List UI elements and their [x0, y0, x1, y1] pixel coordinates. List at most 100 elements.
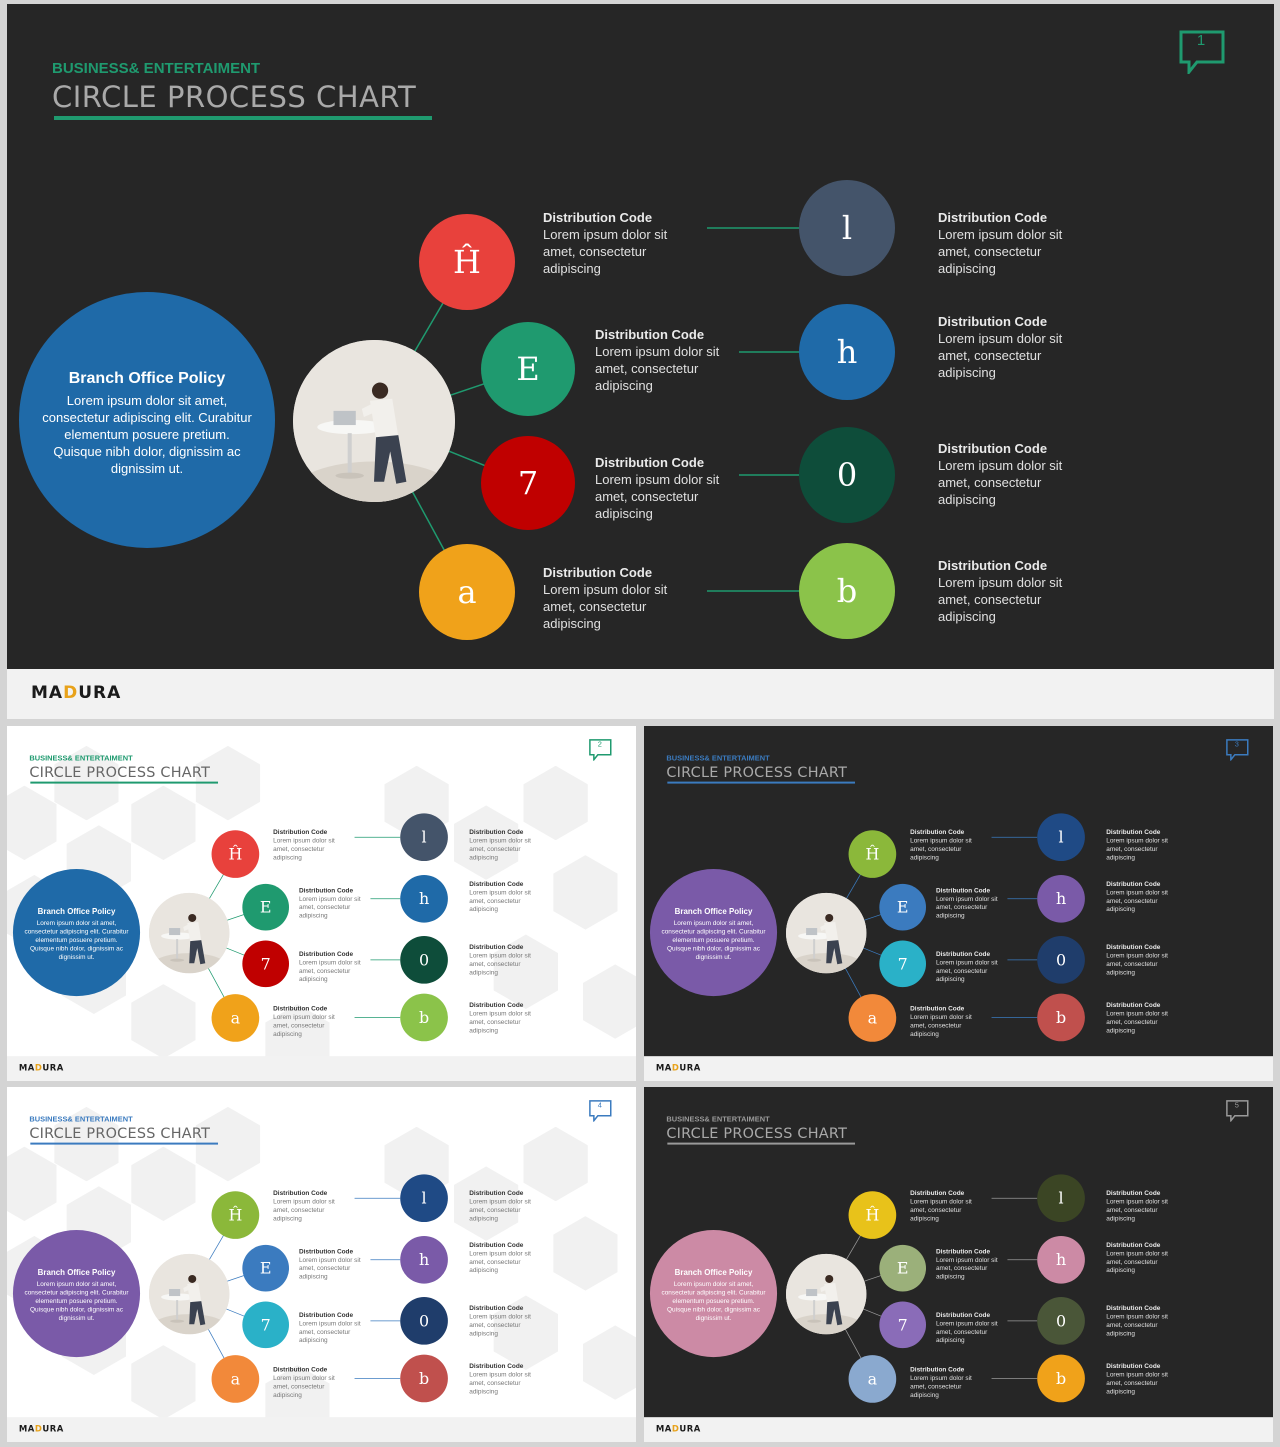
distribution-title: Distribution Code [298, 1247, 354, 1255]
branch-office-title: Branch Office Policy [68, 370, 226, 387]
branch-office-text: Lorem ipsum dolor sit amet, consectetur … [24, 919, 129, 961]
businessman-photo [148, 1253, 230, 1335]
step-circle-left: 7 [879, 1301, 927, 1349]
distribution-title: Distribution Code [1106, 1240, 1161, 1249]
madura-logo: MADURA [19, 1424, 64, 1434]
madura-logo: MADURA [31, 683, 121, 703]
distribution-body: Lorem ipsum dolor sit amet, consectetur … [595, 344, 720, 393]
page-number-icon [1226, 739, 1249, 762]
distribution-body: Lorem ipsum dolor sit amet, consectetur … [469, 1370, 531, 1395]
slide-title: CIRCLE PROCESS CHART [52, 80, 417, 114]
step-circle-right: 0 [799, 427, 895, 523]
logo-part-accent: D [671, 1063, 680, 1074]
distribution-body: Lorem ipsum dolor sit amet, consectetur … [935, 1319, 998, 1344]
step-circle-right: h [1037, 1235, 1085, 1284]
distribution-body: Lorem ipsum dolor sit amet, consectetur … [469, 1197, 531, 1223]
logo-part: MA [31, 683, 64, 703]
step-circle-left: 7 [481, 436, 575, 530]
title-underline [30, 781, 219, 784]
distribution-title: Distribution Code [1106, 1001, 1161, 1009]
distribution-body: Lorem ipsum dolor sit amet, consectetur … [1106, 1370, 1168, 1395]
slide-title: CIRCLE PROCESS CHART [666, 763, 848, 781]
step-circle-left: a [211, 1355, 260, 1403]
page-number-icon [1226, 1100, 1249, 1123]
page-number-icon [589, 739, 612, 762]
step-circle-right: 0 [400, 1297, 448, 1345]
distribution-title: Distribution Code [595, 455, 705, 470]
distribution-body: Lorem ipsum dolor sit amet, consectetur … [273, 836, 335, 862]
slide-footer: MADURA [7, 1056, 636, 1081]
branch-office-title: Branch Office Policy [37, 1268, 116, 1278]
branch-office-title: Branch Office Policy [674, 1268, 753, 1278]
step-circle-right: l [400, 813, 448, 862]
distribution-title: Distribution Code [298, 886, 354, 894]
distribution-title: Distribution Code [595, 327, 705, 342]
distribution-body: Lorem ipsum dolor sit amet, consectetur … [910, 836, 972, 862]
title-underline [667, 1142, 856, 1145]
logo-part: URA [679, 1424, 701, 1435]
distribution-title: Distribution Code [469, 828, 524, 836]
slide-subtitle: BUSINESS& ENTERTAIMENT [666, 1114, 770, 1124]
distribution-body: Lorem ipsum dolor sit amet, consectetur … [935, 1255, 998, 1281]
logo-part: MA [18, 1063, 35, 1074]
distribution-title: Distribution Code [298, 1310, 354, 1319]
slide-footer: MADURA [644, 1417, 1273, 1442]
distribution-body: Lorem ipsum dolor sit amet, consectetur … [273, 1197, 335, 1223]
step-circle-left: Ĥ [211, 830, 260, 878]
step-circle-right: l [400, 1174, 448, 1223]
distribution-title: Distribution Code [938, 558, 1048, 573]
step-circle-left: a [419, 544, 515, 640]
branch-office-text: Lorem ipsum dolor sit amet, consectetur … [42, 393, 252, 476]
distribution-title: Distribution Code [273, 1365, 328, 1373]
distribution-title: Distribution Code [469, 1240, 524, 1249]
distribution-body: Lorem ipsum dolor sit amet, consectetur … [469, 888, 531, 913]
step-circle-left: E [879, 883, 927, 931]
branch-office-title: Branch Office Policy [674, 907, 753, 917]
distribution-body: Lorem ipsum dolor sit amet, consectetur … [469, 1312, 531, 1337]
distribution-body: Lorem ipsum dolor sit amet, consectetur … [543, 582, 668, 631]
step-circle-left: E [879, 1244, 927, 1292]
slide-subtitle: BUSINESS& ENTERTAIMENT [29, 1114, 133, 1124]
distribution-body: Lorem ipsum dolor sit amet, consectetur … [469, 836, 531, 862]
step-circle-right: 0 [1037, 936, 1085, 984]
distribution-body: Lorem ipsum dolor sit amet, consectetur … [938, 331, 1063, 380]
step-circle-right: l [799, 180, 895, 276]
distribution-title: Distribution Code [469, 1303, 524, 1312]
distribution-body: Lorem ipsum dolor sit amet, consectetur … [543, 227, 668, 276]
title-underline [667, 781, 856, 784]
distribution-title: Distribution Code [938, 210, 1048, 225]
distribution-title: Distribution Code [1106, 879, 1161, 888]
page-number: 3 [1234, 739, 1239, 749]
step-circle-right: b [400, 1354, 448, 1403]
slide-title: CIRCLE PROCESS CHART [29, 1124, 211, 1142]
distribution-body: Lorem ipsum dolor sit amet, consectetur … [935, 894, 998, 920]
distribution-body: Lorem ipsum dolor sit amet, consectetur … [595, 472, 720, 521]
distribution-title: Distribution Code [543, 210, 653, 225]
distribution-body: Lorem ipsum dolor sit amet, consectetur … [469, 1009, 531, 1034]
distribution-title: Distribution Code [273, 828, 328, 836]
distribution-title: Distribution Code [469, 942, 524, 951]
